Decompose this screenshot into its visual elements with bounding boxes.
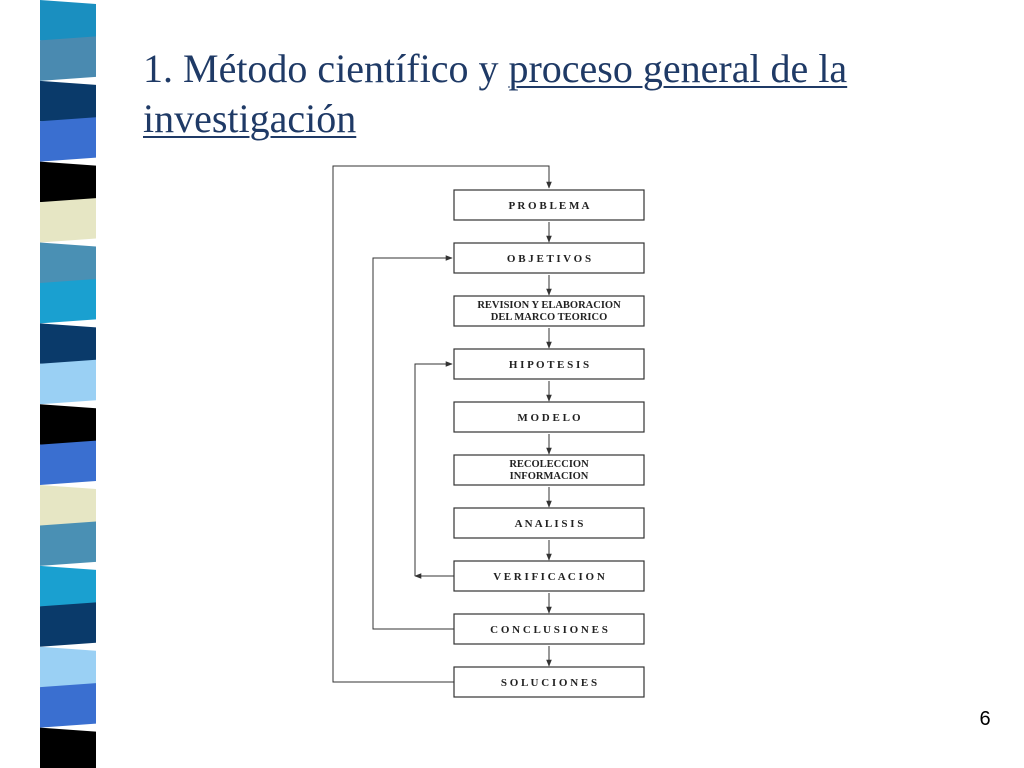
- flow-step-label: DEL MARCO TEORICO: [491, 312, 608, 323]
- flow-step-label: REVISION Y ELABORACION: [477, 300, 621, 311]
- flow-step-analisis: A N A L I S I S: [453, 507, 645, 539]
- flow-step-box: [453, 507, 645, 539]
- stripe-segment: [40, 565, 96, 611]
- flow-step-box: [453, 295, 645, 327]
- title-underlined: proceso general de la investigación: [143, 46, 848, 141]
- flow-step-soluciones: S O L U C I O N E S: [453, 666, 645, 698]
- flow-step-label: H I P O T E S I S: [509, 359, 589, 371]
- slide-title: 1. Método científico y proceso general d…: [143, 44, 983, 144]
- process-flow-diagram: P R O B L E M A O B J E T I V O S REVISION…: [332, 165, 645, 698]
- flow-step-label: P R O B L E M A: [509, 200, 590, 212]
- flow-step-box: [453, 242, 645, 274]
- stripe-segment: [40, 161, 96, 207]
- feedback-loops: [332, 165, 552, 683]
- decorative-stripe-band: [0, 0, 120, 768]
- flow-step-box: [453, 348, 645, 380]
- stripe-segment: [40, 242, 96, 287]
- page-number: 6: [979, 708, 991, 730]
- stripe-margin: [0, 0, 40, 768]
- stripe-segment: [40, 521, 96, 566]
- flow-step-box: [453, 401, 645, 433]
- flow-step-label: RECOLECCION: [509, 459, 589, 470]
- stripe-segment: [40, 36, 96, 81]
- stripe-segment: [40, 646, 96, 692]
- stripe-segment: [40, 359, 96, 405]
- stripe-segment: [40, 198, 96, 243]
- flow-step-label: A N A L I S I S: [515, 518, 584, 530]
- stripe-margin: [96, 0, 120, 768]
- stripe-segment: [40, 683, 96, 728]
- flow-step-label: O B J E T I V O S: [507, 253, 591, 265]
- feedback-loop-hipotesis-verificacion: [414, 361, 453, 576]
- stripe-segment: [40, 727, 96, 768]
- feedback-loop-conclusiones-objetivos: [372, 255, 454, 630]
- stripe-segment: [40, 485, 96, 530]
- flow-step-label: M O D E L O: [517, 412, 581, 424]
- flow-step-label: INFORMACION: [510, 471, 589, 482]
- stripe-segment: [40, 602, 96, 647]
- flow-step-label: C O N C L U S I O N E S: [490, 624, 608, 636]
- stripe-segment: [40, 0, 96, 45]
- flow-step-objetivos: O B J E T I V O S: [453, 242, 645, 274]
- stripe-segment: [40, 117, 96, 162]
- flow-step-label: V E R I F I C A C I O N: [493, 571, 605, 583]
- flow-step-box: [453, 560, 645, 592]
- stripe-segment: [40, 323, 96, 368]
- flow-step-problema: P R O B L E M A: [453, 189, 645, 221]
- flow-step-box: [453, 454, 645, 486]
- flow-step-conclusiones: C O N C L U S I O N E S: [453, 613, 645, 645]
- flow-step-box: [453, 189, 645, 221]
- flow-step-label: S O L U C I O N E S: [501, 677, 597, 689]
- flow-step-hipotesis: H I P O T E S I S: [453, 348, 645, 380]
- stripe-segment: [40, 80, 96, 126]
- stripe-segment: [40, 278, 96, 324]
- feedback-loop-soluciones-problema: [332, 165, 552, 683]
- flow-step-box: [453, 666, 645, 698]
- flow-step-box: [453, 613, 645, 645]
- stripe-segment: [40, 440, 96, 486]
- flow-step-modelo: M O D E L O: [453, 401, 645, 433]
- flow-step-verificacion: V E R I F I C A C I O N: [453, 560, 645, 592]
- flow-steps: P R O B L E M A O B J E T I V O S REVISION…: [453, 189, 645, 698]
- title-prefix: 1. Método científico y: [143, 46, 509, 91]
- stripe-segment: [40, 404, 96, 449]
